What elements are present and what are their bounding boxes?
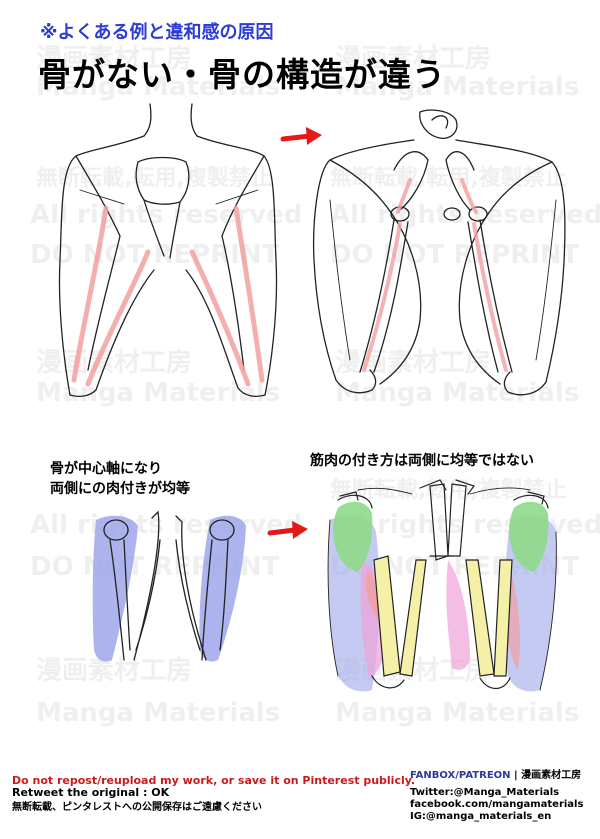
watermark-jp: 漫画素材工房 [36, 44, 193, 74]
caption-even-line2: 両側にの肉付きが均等 [50, 481, 190, 497]
watermark-jp: 漫画素材工房 [335, 44, 492, 74]
fanbox-suffix: | 漫画素材工房 [510, 770, 582, 781]
fanbox-label: FANBOX/PATREON [410, 770, 511, 781]
caption-uneven: 筋肉の付き方は両側に均等ではない [310, 453, 534, 469]
bone-highlight [362, 178, 508, 372]
watermark-en: Manga Materials [36, 72, 281, 102]
watermark-no-repro: 無断転載,転用,複製禁止 [330, 478, 567, 503]
watermark-no-repro: 無断転載,転用,複製禁止 [36, 166, 273, 191]
watermark-en: Manga Materials [335, 72, 580, 102]
bone-highlight [71, 205, 265, 387]
page-title: 骨がない・骨の構造が違う [38, 55, 446, 94]
twitter-link[interactable]: Twitter:@Manga_Materials [410, 787, 560, 798]
watermark-do-not: DO NOT REPRINT [330, 240, 580, 270]
arrow-right-icon [280, 127, 322, 145]
watermark-rights: All rights reserved [30, 200, 303, 230]
facebook-link[interactable]: facebook.com/mangamaterials [410, 799, 584, 810]
page-subtitle: ※よくある例と違和感の原因 [40, 22, 274, 43]
arrow-right-icon [267, 521, 308, 539]
arm-uneven-muscle [327, 479, 557, 692]
watermark-en: Manga Materials [36, 698, 281, 728]
back-view-missing-bones [58, 103, 278, 397]
watermark-en: Manga Materials [335, 698, 580, 728]
repost-warning: Do not repost/reupload my work, or save … [12, 774, 416, 787]
instagram-link[interactable]: IG:@manga_materials_en [410, 811, 552, 822]
back-view-with-bones [313, 109, 566, 396]
watermark-en: Manga Materials [36, 378, 281, 408]
retweet-notice: Retweet the original : OK [12, 786, 170, 799]
caption-even-line1: 骨が中心軸になり [50, 461, 162, 477]
watermark-jp: 漫画素材工房 [36, 656, 193, 686]
watermark-jp: 漫画素材工房 [36, 348, 193, 378]
watermark-rights: All rights reserved [30, 510, 303, 540]
japanese-notice: 無断転載、ピンタレストへの公開保存はご遠慮ください [12, 802, 262, 813]
fanbox-link[interactable]: FANBOX/PATREON | 漫画素材工房 [410, 766, 581, 781]
watermark-do-not: DO NOT REPRINT [30, 240, 280, 270]
watermark-jp: 漫画素材工房 [335, 348, 492, 378]
arm-even-muscle [92, 510, 246, 662]
